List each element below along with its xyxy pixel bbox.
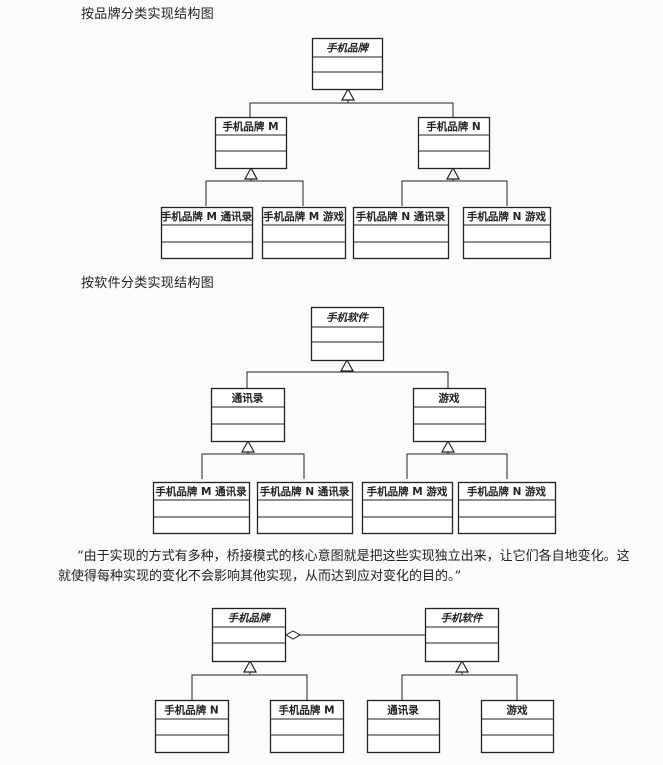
software-contacts-inheritance-arrow-icon <box>240 439 256 453</box>
brand-root-inheritance-arrow-icon <box>340 87 356 101</box>
class-contacts <box>366 699 441 754</box>
class-brand-leaf-label: 手机品牌 N 游戏 <box>467 210 547 223</box>
class-brand-leaf-label: 手机品牌 M 通讯录 <box>161 210 253 223</box>
class-brand-n-label: 手机品牌 N <box>164 704 218 717</box>
class-abstraction <box>211 607 287 663</box>
bridge-abstraction-connector <box>191 674 308 700</box>
bridge-abstraction-inheritance-arrow-icon <box>242 659 258 673</box>
class-brand-n <box>417 116 491 170</box>
class-software-leaf <box>457 481 557 535</box>
class-software-leaf <box>361 481 454 535</box>
class-games-label: 游戏 <box>507 704 528 717</box>
heading-by-brand: 按品牌分类实现结构图 <box>81 7 215 22</box>
class-software-games-label: 游戏 <box>439 392 460 405</box>
software-root-inheritance-arrow-icon <box>339 358 355 372</box>
class-brand-leaf-label: 手机品牌 M 游戏 <box>263 210 344 223</box>
class-brand-leaf <box>352 206 450 260</box>
class-software-root-label: 手机软件 <box>326 311 369 324</box>
class-contacts-label: 通讯录 <box>387 704 419 717</box>
brand-m-inheritance-arrow-icon <box>243 166 259 180</box>
class-implementor <box>424 607 500 663</box>
class-brand-m-label: 手机品牌 M <box>222 120 278 133</box>
class-brand-n <box>154 699 230 754</box>
class-software-leaf <box>152 481 251 535</box>
software-contacts-connector <box>201 453 305 479</box>
bridge-quote: “由于实现的方式有多种，桥接模式的核心意图就是把这些实现独立出来，让它们各自地变… <box>58 547 630 587</box>
class-software-leaf <box>256 481 354 535</box>
class-brand-leaf-label: 手机品牌 N 通讯录 <box>356 210 446 223</box>
class-software-contacts-label: 通讯录 <box>232 392 264 405</box>
class-software-leaf-label: 手机品牌 N 游戏 <box>467 485 547 498</box>
class-brand-m <box>269 699 345 754</box>
class-software-leaf-label: 手机品牌 M 游戏 <box>367 485 448 498</box>
aggregation-diamond-icon <box>284 630 302 640</box>
class-implementor-label: 手机软件 <box>441 612 484 625</box>
class-brand-root-label: 手机品牌 <box>326 42 369 55</box>
class-games <box>480 699 555 754</box>
class-brand-leaf <box>160 206 254 260</box>
class-brand-m <box>214 116 288 170</box>
class-brand-root <box>311 37 384 91</box>
class-software-games <box>412 387 487 443</box>
software-root-connector <box>246 371 449 397</box>
class-software-contacts <box>210 387 286 443</box>
bridge-implementor-connector <box>401 674 518 700</box>
class-software-root <box>310 306 385 362</box>
class-software-leaf-label: 手机品牌 N 通讯录 <box>260 485 350 498</box>
class-brand-leaf <box>462 206 552 260</box>
quote-line-2: 就使得每种实现的变化不会影响其他实现，从而达到应对变化的目的。” <box>58 569 462 584</box>
quote-line-1: “由于实现的方式有多种，桥接模式的核心意图就是把这些实现独立出来，让它们各自地变… <box>77 549 630 564</box>
class-brand-leaf <box>261 206 347 260</box>
class-software-leaf-label: 手机品牌 M 通讯录 <box>155 485 247 498</box>
brand-n-connector <box>401 180 508 206</box>
class-brand-m-label: 手机品牌 M <box>278 704 334 717</box>
heading-by-software: 按软件分类实现结构图 <box>81 276 215 291</box>
class-brand-n-label: 手机品牌 N <box>426 120 480 133</box>
software-games-connector <box>406 453 508 479</box>
class-abstraction-label: 手机品牌 <box>228 612 271 625</box>
brand-n-inheritance-arrow-icon <box>445 166 461 180</box>
software-games-inheritance-arrow-icon <box>440 439 456 453</box>
brand-root-connector <box>249 102 454 128</box>
brand-m-connector <box>205 180 304 206</box>
bridge-implementor-inheritance-arrow-icon <box>454 659 470 673</box>
